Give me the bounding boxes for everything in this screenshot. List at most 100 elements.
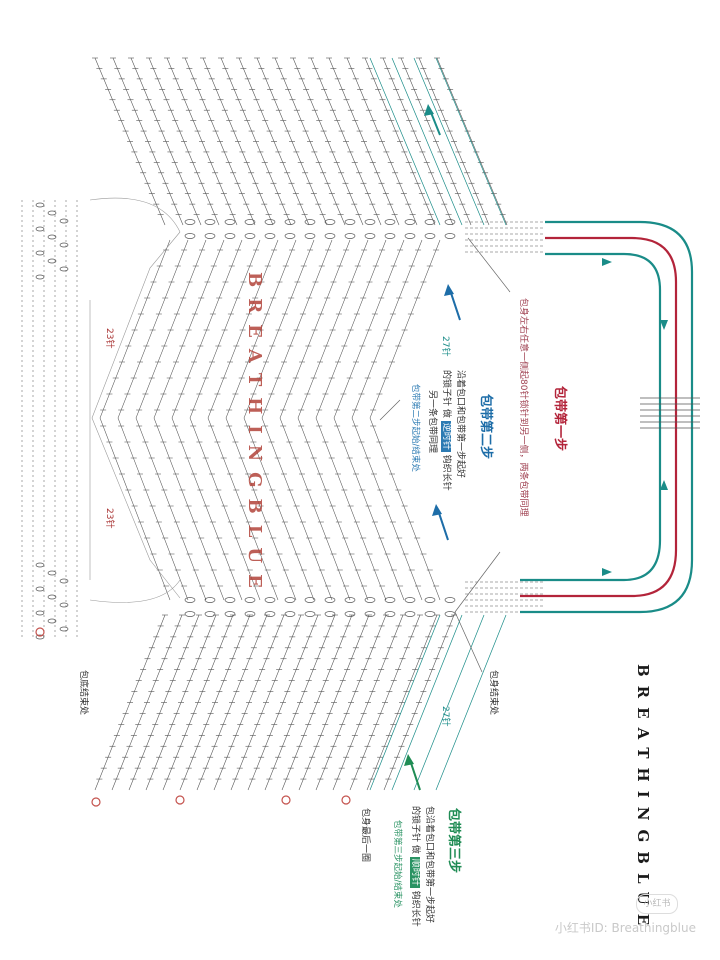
strap-outer-line: [520, 220, 694, 614]
step2-line3: 钩织长针: [441, 454, 451, 491]
shell-stitch: [264, 597, 276, 603]
shell-stitch: [264, 219, 276, 225]
footer-id: 小红书ID: Breathingblue: [554, 921, 696, 935]
shell-stitch: [304, 597, 316, 603]
stitch-column: [369, 239, 441, 601]
markers: [35, 627, 351, 807]
shell-stitch: [444, 233, 456, 239]
shell-stitch: [384, 219, 396, 225]
shell-stitch: [424, 611, 436, 617]
shell-stitch: [204, 597, 216, 603]
step2-line4: 另一条包带同理: [427, 390, 437, 454]
shell-stitch: [59, 266, 69, 272]
direction-arrows: [404, 104, 461, 791]
shell-stitch: [47, 618, 57, 624]
label-bag-last-round: 包身最后一圈: [360, 808, 370, 863]
arrow-icon: [602, 568, 612, 576]
shell-stitch: [404, 219, 416, 225]
shell-stitch: [35, 610, 45, 616]
stitch-column: [243, 239, 315, 601]
shell-stitch: [424, 219, 436, 225]
strap-edge-stitch: [391, 614, 463, 791]
shell-stitch: [35, 274, 45, 280]
stitch-column: [279, 239, 351, 601]
shell-stitch: [424, 597, 436, 603]
shell-stitch: [444, 597, 456, 603]
shell-stitch: [224, 597, 236, 603]
shell-stitch: [204, 233, 216, 239]
step2-highlight: 逆时针: [441, 420, 451, 452]
step3-line2: 的锁子针 做 顺时针 钩织长针: [410, 806, 423, 927]
stitch-column: [153, 239, 225, 601]
arrow-icon: [424, 104, 434, 116]
count-left-upper: 23针: [104, 328, 114, 349]
stitch-pattern: [21, 57, 545, 791]
strap-edge-stitch: [391, 57, 463, 226]
strap-edge-stitch: [369, 57, 441, 226]
shell-stitch: [404, 611, 416, 617]
step2-line2-text: 的锁子针 做: [441, 370, 451, 418]
shell-stitch: [404, 233, 416, 239]
shell-stitch: [224, 233, 236, 239]
arrow-icon: [404, 754, 414, 766]
step2-line2: 的锁子针 做 逆时针 钩织长针: [441, 370, 454, 491]
shell-stitch: [344, 597, 356, 603]
step1-note: 包身左右任意一侧起80针锁针到另一侧，两条包带同理: [518, 298, 528, 517]
shell-stitch: [204, 611, 216, 617]
stitch-column: [171, 239, 243, 601]
shell-stitch: [47, 594, 57, 600]
watermark-badge: 小红书: [636, 894, 678, 914]
stitch-column: [135, 239, 207, 601]
shell-stitch: [59, 602, 69, 608]
strap-edge-stitch: [435, 614, 507, 791]
stitch-column: [351, 239, 423, 601]
strap-edge-stitch: [369, 614, 441, 791]
shell-stitch: [324, 219, 336, 225]
stitch-column: [333, 239, 405, 601]
count-left-lower: 23针: [104, 508, 114, 529]
arrow-icon: [660, 480, 668, 490]
label-bag-end-bottom: 包底结束处: [78, 670, 88, 716]
shell-stitch: [47, 234, 57, 240]
shell-stitch: [204, 219, 216, 225]
step3-title: 包带第三步: [446, 808, 461, 874]
arrow-icon: [660, 320, 668, 330]
count-right-lower: 27针: [440, 706, 450, 727]
bag-strap: [520, 220, 700, 614]
step1-title: 包带第一步: [552, 386, 567, 452]
step2-sub: 包带第二步起始/结束处: [410, 384, 420, 472]
shell-stitch: [384, 611, 396, 617]
shell-stitch: [384, 597, 396, 603]
shell-stitch: [344, 219, 356, 225]
shell-stitch: [304, 611, 316, 617]
shell-stitch: [364, 611, 376, 617]
shell-stitch: [35, 202, 45, 208]
step2-line1: 沿着包口和包带第一步起好: [455, 370, 465, 479]
shell-stitch: [35, 586, 45, 592]
shell-stitch: [284, 219, 296, 225]
shell-stitch: [364, 233, 376, 239]
shell-stitch: [404, 597, 416, 603]
stitch-column: [225, 239, 297, 601]
shell-stitch: [444, 219, 456, 225]
step3-line2-text: 的锁子针 做: [410, 806, 420, 854]
shell-stitch: [59, 242, 69, 248]
strap-edge-stitch: [413, 614, 485, 791]
step3-line3: 钩织长针: [410, 890, 420, 927]
step3-line1: 包沿着包口和包带第一步起好: [424, 806, 434, 924]
watermark-text: BREATHINGBLUE: [244, 272, 265, 599]
strap-edge-stitch: [435, 57, 507, 226]
shell-stitch: [244, 233, 256, 239]
shell-stitch: [59, 626, 69, 632]
shell-stitch: [47, 258, 57, 264]
shell-stitch: [384, 233, 396, 239]
shell-stitch: [264, 611, 276, 617]
shell-stitch: [224, 219, 236, 225]
leader-lines: [379, 237, 511, 673]
count-right-upper: 27针: [440, 336, 450, 357]
shell-stitch: [244, 597, 256, 603]
label-bag-end-top: 包身结束处: [488, 670, 498, 716]
shell-stitch: [444, 611, 456, 617]
shell-stitch: [304, 219, 316, 225]
